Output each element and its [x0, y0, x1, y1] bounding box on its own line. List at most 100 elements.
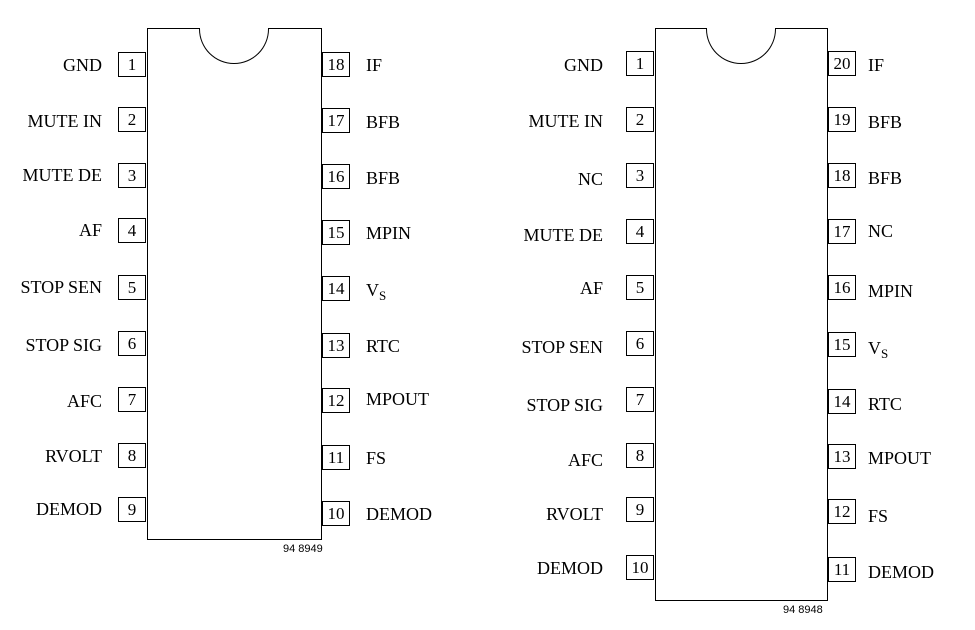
- pin-label: STOP SIG: [526, 394, 603, 416]
- pin-label-text: IF: [366, 55, 383, 75]
- pin-label-text: MUTE DE: [22, 165, 103, 185]
- pin-label-text: MUTE IN: [528, 111, 604, 131]
- pin-label: BFB: [868, 167, 902, 189]
- pin-label: AF: [79, 219, 102, 241]
- pin-number-box: 11: [828, 557, 856, 582]
- pin-label-text: STOP SIG: [526, 395, 603, 415]
- pin-number-box: 2: [118, 107, 146, 132]
- pin-label: MUTE IN: [529, 110, 604, 132]
- pin-label-text: BFB: [366, 112, 401, 132]
- pin-number-box: 19: [828, 107, 856, 132]
- pin-label-text: BFB: [366, 168, 401, 188]
- pin-label-text: IF: [868, 55, 885, 75]
- pin-label: RTC: [366, 335, 400, 357]
- pin-label-text: RVOLT: [546, 504, 603, 524]
- pin-number-box: 9: [626, 497, 654, 522]
- pin-number-box: 5: [118, 275, 146, 300]
- pin-label: VS: [868, 337, 888, 365]
- pin-label: RTC: [868, 393, 902, 415]
- pin-number-box: 18: [828, 163, 856, 188]
- pin-label: FS: [366, 447, 386, 469]
- pin-label-text: FS: [868, 506, 889, 526]
- pin-number-box: 16: [828, 275, 856, 300]
- pin-number-box: 6: [118, 331, 146, 356]
- pin-label-text: AF: [579, 278, 603, 298]
- pin-number-box: 13: [322, 333, 350, 358]
- pin-label: RVOLT: [45, 445, 102, 467]
- pin-number-box: 3: [118, 163, 146, 188]
- pin-label-text: V: [868, 338, 881, 358]
- pin-number-box: 5: [626, 275, 654, 300]
- pin-label-text: RTC: [366, 336, 400, 356]
- pin-label: AF: [580, 277, 603, 299]
- pin-number-box: 16: [322, 164, 350, 189]
- pin-label-text: AFC: [66, 391, 102, 411]
- pin-label-text: BFB: [868, 112, 903, 132]
- pin-label: GND: [63, 54, 102, 76]
- pin-label: BFB: [868, 111, 902, 133]
- pin-label: GND: [564, 54, 603, 76]
- pin-label-text: MPIN: [868, 281, 914, 301]
- pin-number-box: 17: [322, 108, 350, 133]
- pin-number-box: 7: [118, 387, 146, 412]
- pin-label: DEMOD: [537, 557, 603, 579]
- pin-number-box: 10: [626, 555, 654, 580]
- pin-label-text: V: [366, 280, 379, 300]
- pin-label: NC: [578, 168, 603, 190]
- pin-label: IF: [366, 54, 382, 76]
- pin-number-box: 15: [322, 220, 350, 245]
- pin-label-text: STOP SEN: [20, 277, 102, 297]
- pin-number-box: 12: [322, 388, 350, 413]
- pin-label-text: MUTE DE: [523, 225, 604, 245]
- pin-label: BFB: [366, 111, 400, 133]
- pin-label: IF: [868, 54, 884, 76]
- pin-label-text: RVOLT: [45, 446, 102, 466]
- pin-number-box: 20: [828, 51, 856, 76]
- pin-label-text: MUTE IN: [27, 111, 103, 131]
- pin-label: VS: [366, 279, 386, 307]
- pin-label-text: MPOUT: [366, 389, 430, 409]
- pin-label-subscript: S: [881, 346, 889, 361]
- pin-label-text: MPIN: [366, 223, 412, 243]
- pin-label: MUTE DE: [23, 164, 103, 186]
- pin-label-text: BFB: [868, 168, 903, 188]
- pin-label: MPOUT: [366, 388, 429, 410]
- pin-label: MUTE IN: [28, 110, 103, 132]
- pin-label-text: AF: [78, 220, 102, 240]
- pin-number-box: 13: [828, 444, 856, 469]
- pin-label: STOP SIG: [25, 334, 102, 356]
- pin-label: STOP SEN: [20, 276, 102, 298]
- part-code: 94 8949: [283, 543, 323, 555]
- pin-label-text: DEMOD: [868, 562, 934, 582]
- pin-label-text: NC: [577, 169, 603, 189]
- pin-number-box: 7: [626, 387, 654, 412]
- pin-number-box: 9: [118, 497, 146, 522]
- pin-label-subscript: S: [379, 288, 387, 303]
- pin-number-box: 18: [322, 52, 350, 77]
- pin-label-text: STOP SEN: [521, 337, 603, 357]
- pin-label-text: AFC: [567, 450, 603, 470]
- pin-label: MPIN: [366, 222, 411, 244]
- pin-label: DEMOD: [36, 498, 102, 520]
- pin-label-text: FS: [366, 448, 387, 468]
- pin-label: MPOUT: [868, 447, 931, 469]
- pin-number-box: 14: [828, 389, 856, 414]
- pin-label-text: GND: [63, 55, 102, 75]
- pin-label: MPIN: [868, 280, 913, 302]
- pin-label-text: MPOUT: [868, 448, 932, 468]
- pin-label-text: GND: [564, 55, 603, 75]
- pin-label: STOP SEN: [521, 336, 603, 358]
- pin-label: FS: [868, 505, 888, 527]
- pin-label: DEMOD: [868, 561, 934, 583]
- pin-label: DEMOD: [366, 503, 432, 525]
- pin-label-text: STOP SIG: [25, 335, 102, 355]
- pin-label-text: RTC: [868, 394, 902, 414]
- pin-number-box: 4: [626, 219, 654, 244]
- part-code: 94 8948: [783, 604, 823, 616]
- pin-number-box: 10: [322, 501, 350, 526]
- pin-number-box: 12: [828, 499, 856, 524]
- pin-number-box: 2: [626, 107, 654, 132]
- pin-label: AFC: [67, 390, 102, 412]
- pin-number-box: 15: [828, 332, 856, 357]
- pin-label: AFC: [568, 449, 603, 471]
